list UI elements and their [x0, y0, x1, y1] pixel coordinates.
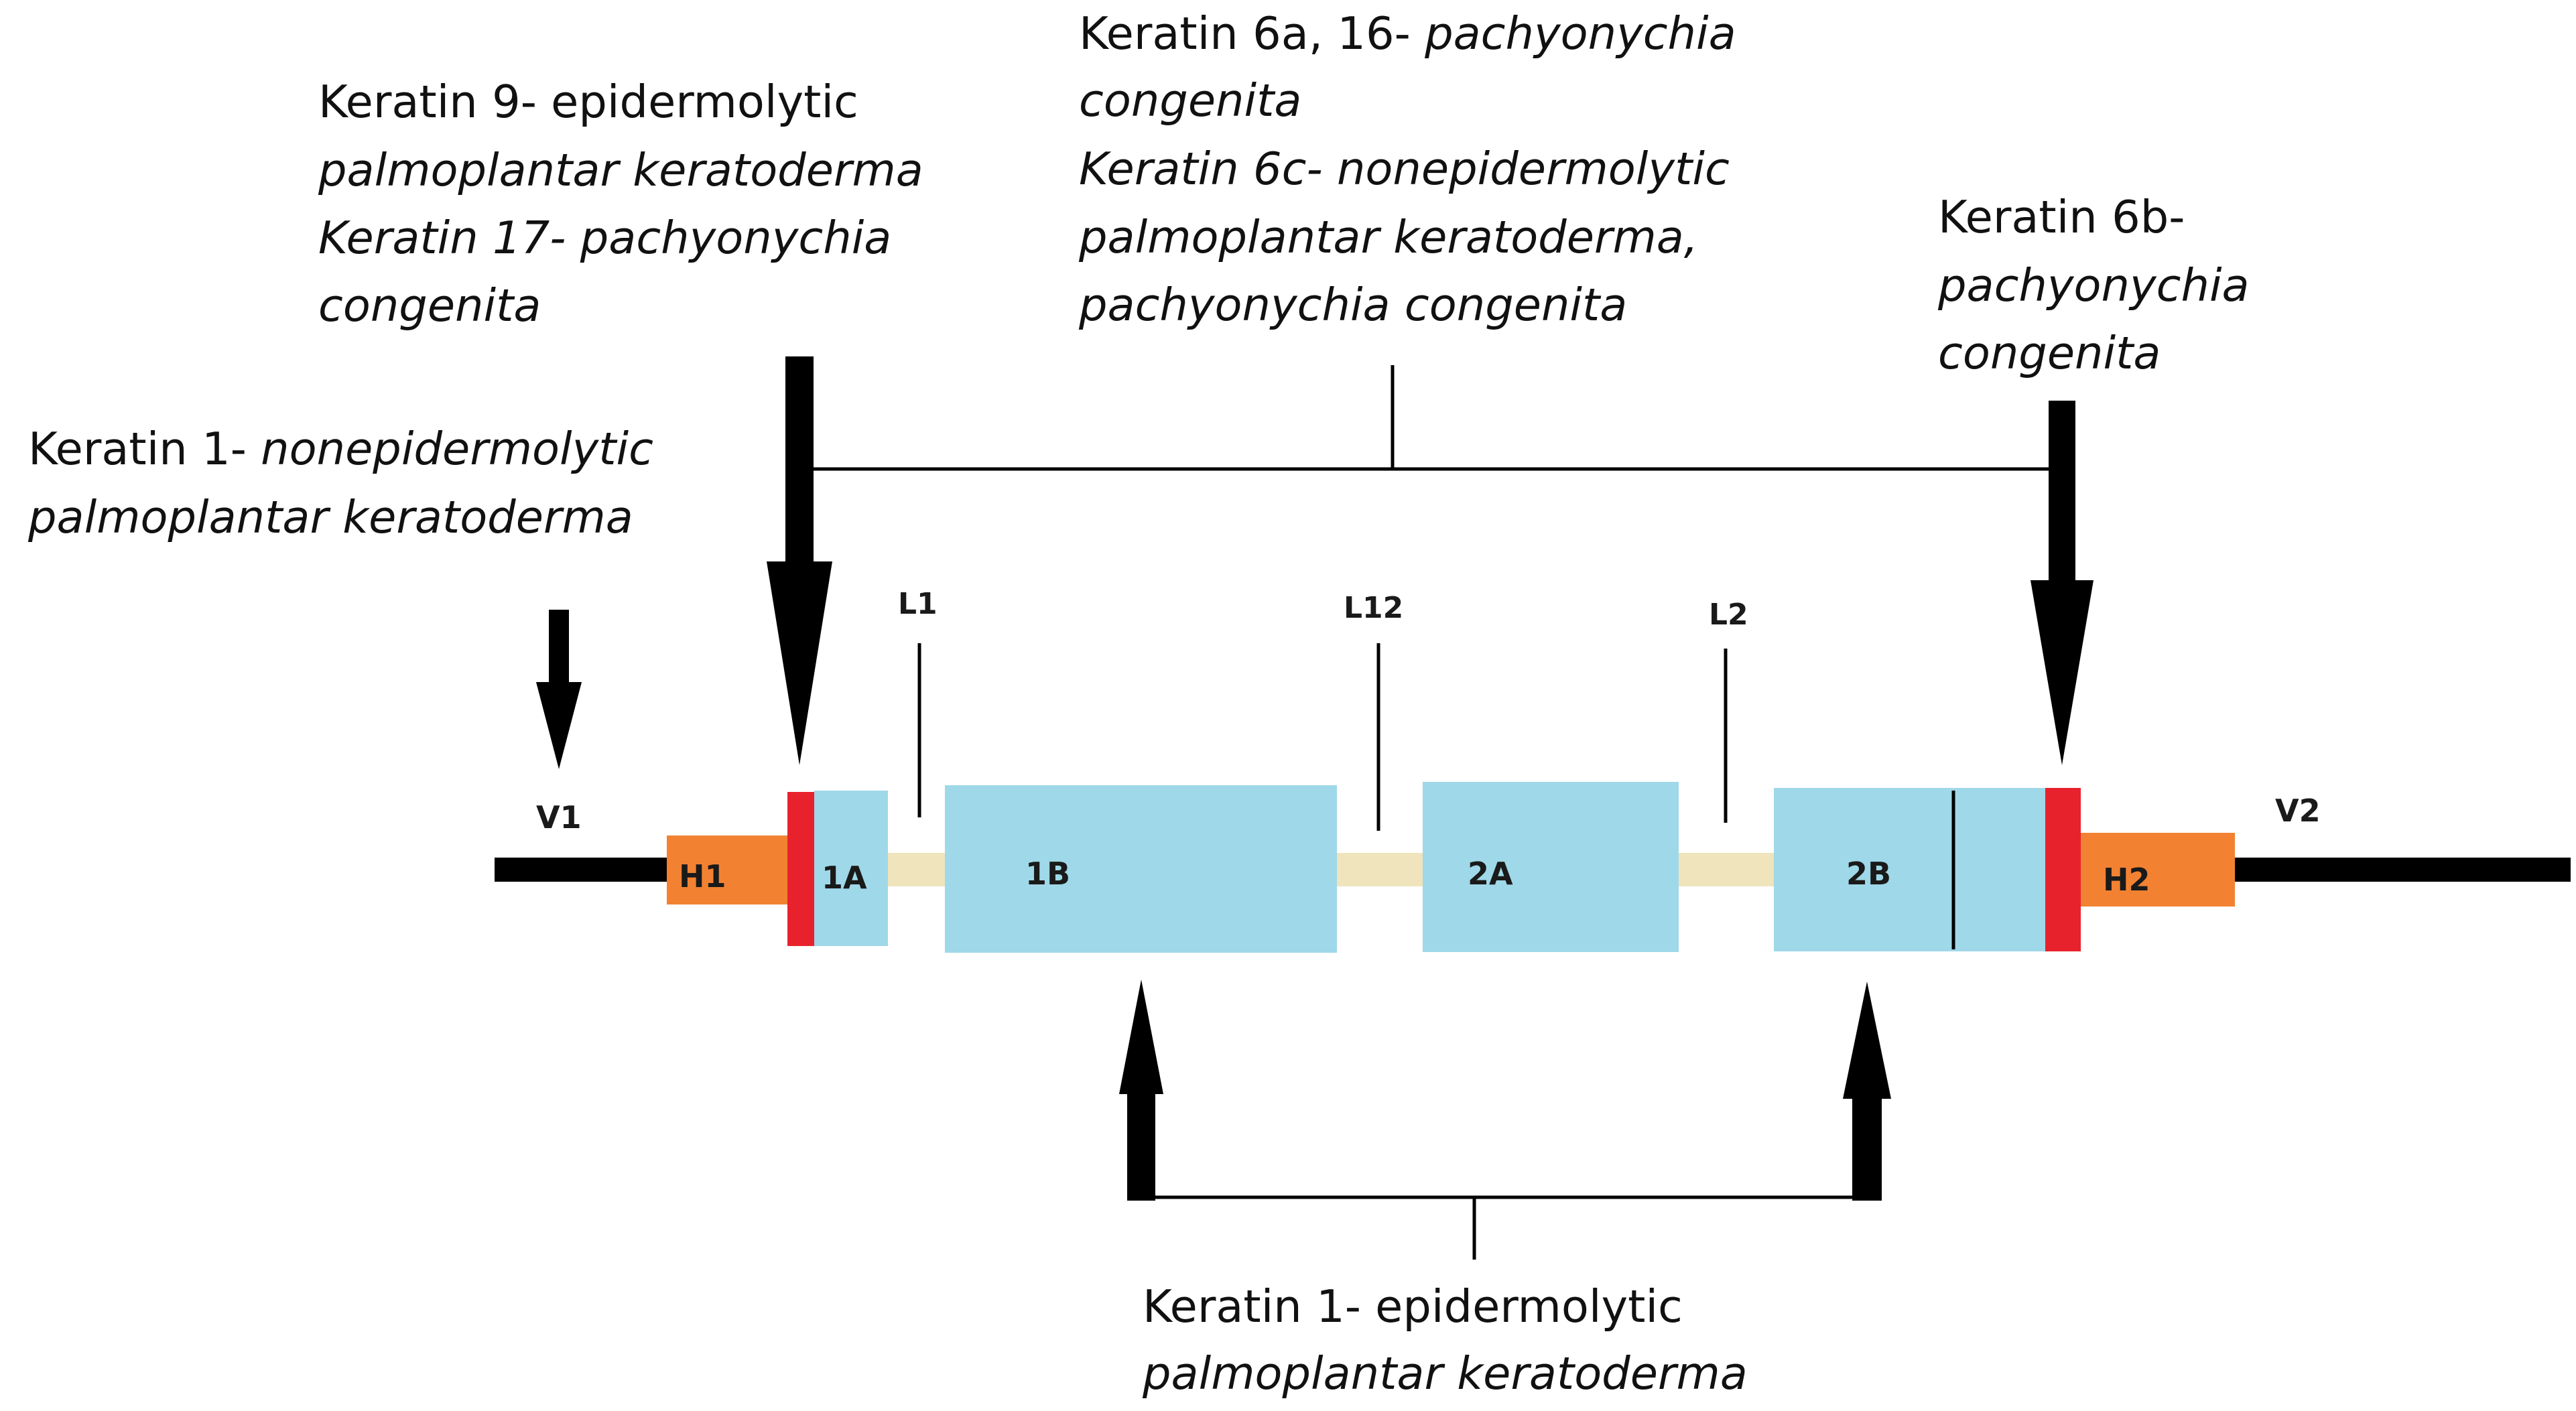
annotation-line: congenita — [1938, 327, 2161, 379]
annotation-line: pachyonychia — [1937, 259, 2250, 312]
arrow-up-1b — [1119, 980, 1163, 1201]
label-l1: L1 — [898, 587, 938, 621]
label-h1: H1 — [679, 858, 726, 894]
arrow-up-2b — [1843, 982, 1891, 1201]
annotation-line: palmoplantar keratoderma — [1142, 1347, 1748, 1400]
label-h2: H2 — [2103, 862, 2150, 898]
bottom-bracket — [1141, 1195, 1867, 1260]
h2-domain — [2081, 833, 2235, 906]
annotation-line: palmoplantar keratoderma — [318, 144, 923, 196]
label-2b: 2B — [1846, 856, 1891, 892]
segment-1a — [814, 791, 888, 946]
annotation-line: Keratin 17- pachyonychia — [318, 212, 891, 264]
h1-domain — [667, 835, 787, 904]
annotation-keratin6b: Keratin 6b- pachyonychia congenita — [1937, 191, 2250, 379]
annotation-line: Keratin 1- nonepidermolytic — [28, 423, 653, 475]
label-1a: 1A — [822, 860, 867, 896]
annotation-line: palmoplantar keratoderma, — [1078, 211, 1698, 263]
label-v1: V1 — [536, 799, 582, 835]
annotation-line: congenita — [318, 279, 541, 332]
arrow-down-2b-end — [2031, 401, 2094, 765]
annotation-keratin1-nonepidermolytic: Keratin 1- nonepidermolytic palmoplantar… — [27, 423, 653, 543]
annotation-line: pachyonychia congenita — [1078, 279, 1627, 331]
segment-2a — [1423, 782, 1679, 952]
label-1b: 1B — [1025, 856, 1070, 892]
annotation-keratin9-keratin17: Keratin 9- epidermolytic palmoplantar ke… — [318, 76, 923, 332]
label-l12: L12 — [1344, 591, 1403, 625]
linker-l1 — [888, 853, 945, 886]
annotation-line: Keratin 6c- nonepidermolytic — [1079, 143, 1730, 195]
annotation-line: Keratin 1- epidermolytic — [1143, 1280, 1683, 1333]
segment-2b — [1774, 788, 2045, 951]
segment-1b — [945, 785, 1337, 953]
arrow-down-1a-start — [767, 356, 832, 765]
arrow-down-v1 — [536, 610, 582, 769]
label-l2: L2 — [1709, 598, 1748, 632]
annotation-line: congenita — [1079, 74, 1301, 127]
label-2a: 2A — [1468, 856, 1513, 892]
annotation-line: Keratin 9- epidermolytic — [318, 76, 858, 128]
linker-l12 — [1337, 853, 1423, 886]
label-v2: V2 — [2275, 793, 2321, 829]
annotation-line: palmoplantar keratoderma — [27, 491, 633, 543]
helix-initiation-motif — [787, 792, 814, 946]
top-bracket — [799, 365, 2059, 471]
annotation-keratin1-epidermolytic: Keratin 1- epidermolytic palmoplantar ke… — [1142, 1280, 1748, 1400]
annotation-line: Keratin 6a, 16- pachyonychia — [1079, 7, 1736, 60]
annotation-keratin6-keratin16: Keratin 6a, 16- pachyonychia congenita K… — [1078, 7, 1736, 331]
helix-termination-motif — [2045, 788, 2081, 951]
linker-l2 — [1679, 853, 1774, 886]
annotation-line: Keratin 6b- — [1938, 191, 2185, 243]
